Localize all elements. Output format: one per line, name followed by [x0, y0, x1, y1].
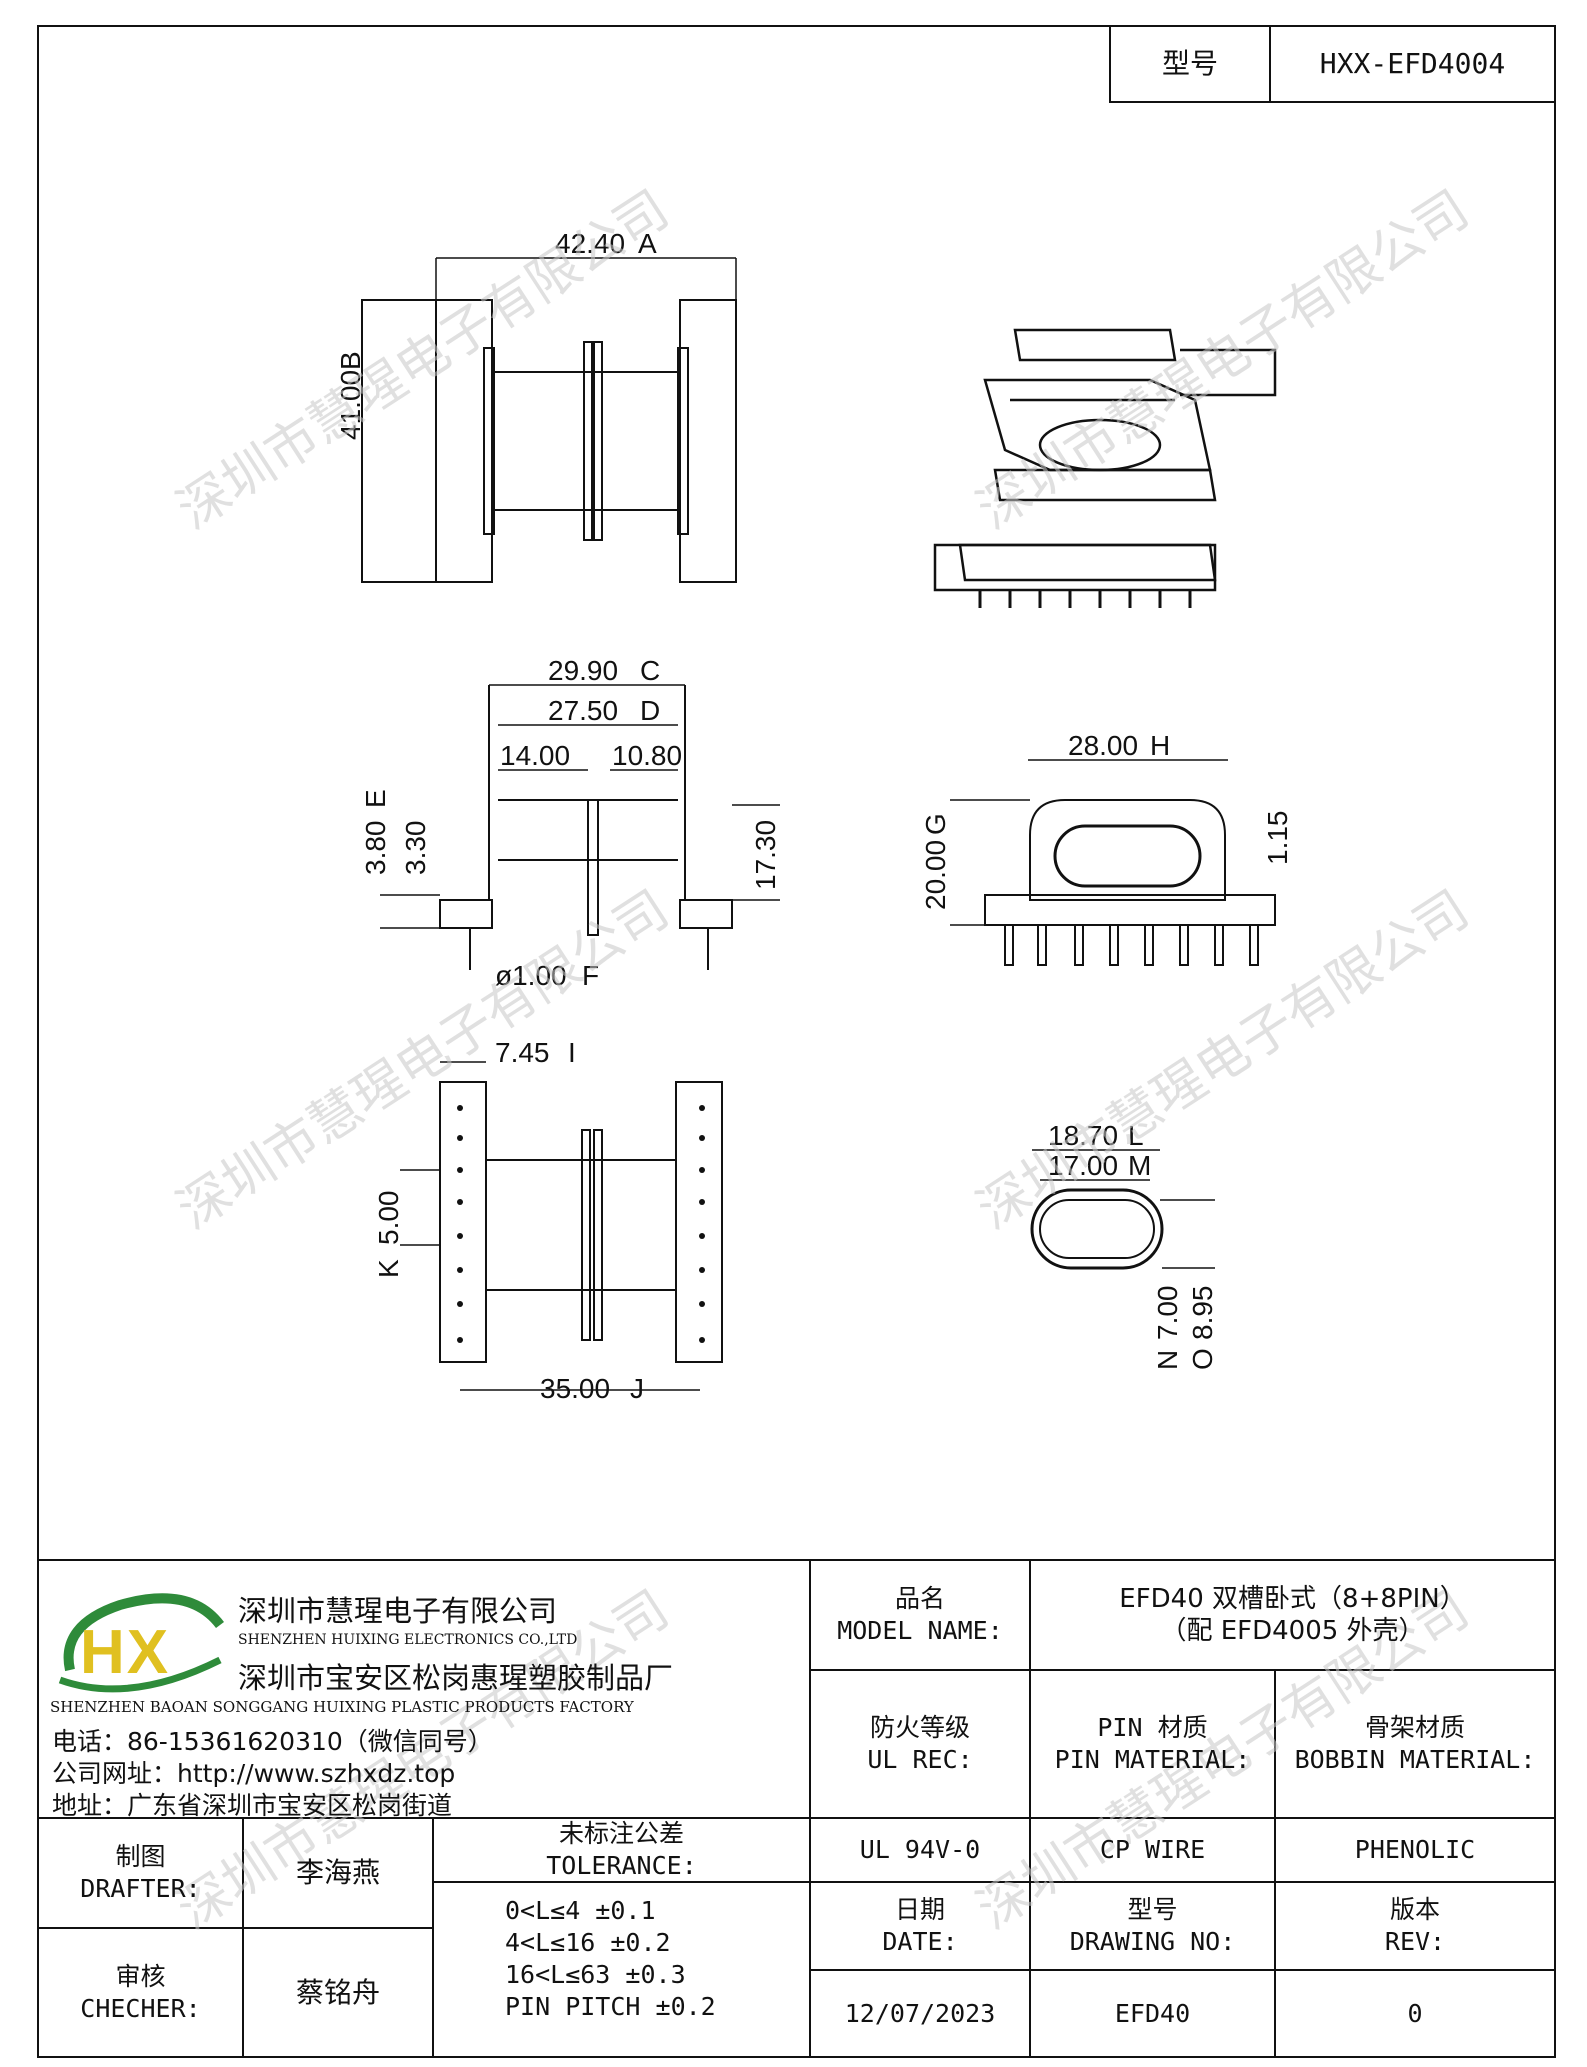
- dim-G-letter: G: [920, 813, 951, 835]
- tolerance-label: 未标注公差 TOLERANCE:: [546, 1819, 697, 1880]
- bottom-view: [400, 1061, 723, 1391]
- dim-L: 18.70: [1048, 1120, 1118, 1151]
- dim-F-letter: F: [582, 960, 599, 991]
- company-logo: HX: [50, 1585, 225, 1705]
- rev-value: 0: [1407, 1998, 1423, 2028]
- dim-J-letter: J: [630, 1373, 644, 1404]
- dim-E: 3.80: [360, 821, 391, 876]
- dim-w14: 14.00: [500, 740, 570, 771]
- dim-H-letter: H: [1150, 730, 1170, 761]
- tolerance-line: 16<L≤63 ±0.3: [505, 1960, 686, 1989]
- bobbin-material-label: 骨架材质 BOBBIN MATERIAL:: [1294, 1713, 1536, 1774]
- ul-rec-label: 防火等级 UL REC:: [867, 1713, 973, 1774]
- drawing-no-value: EFD40: [1114, 1998, 1191, 2028]
- dim-N-letter: N: [1152, 1350, 1183, 1370]
- pin-material-value: CP WIRE: [1099, 1835, 1206, 1864]
- dim-I: 7.45: [495, 1037, 550, 1068]
- dim-C-letter: C: [640, 655, 660, 686]
- dim-I-letter: I: [568, 1037, 576, 1068]
- checker-label: 审核 CHECHER:: [80, 1961, 201, 2023]
- dim-w10: 10.80: [612, 740, 682, 771]
- tolerance-line: 4<L≤16 ±0.2: [505, 1928, 671, 1957]
- company-phone: 电话：86-15361620310（微信同号）: [52, 1727, 493, 1756]
- model-name-value: EFD40 双槽卧式（8+8PIN） （配 EFD4005 外壳）: [1119, 1584, 1466, 1646]
- drafter-value: 李海燕: [295, 1856, 380, 1889]
- tolerance-list: 0<L≤4 ±0.1 4<L≤16 ±0.2 16<L≤63 ±0.3 PIN …: [505, 1895, 716, 2023]
- date-value: 12/07/2023: [844, 1998, 996, 2028]
- dim-L-letter: L: [1128, 1120, 1144, 1151]
- bobbin-material-value: PHENOLIC: [1354, 1835, 1476, 1864]
- dim-J: 35.00: [540, 1373, 610, 1404]
- factory-name-en: SHENZHEN BAOAN SONGGANG HUIXING PLASTIC …: [50, 1698, 634, 1716]
- tolerance-line: 0<L≤4 ±0.1: [505, 1896, 656, 1925]
- ul-rec-value: UL 94V-0: [859, 1835, 981, 1864]
- dim-A: 42.40: [555, 228, 625, 259]
- dim-N: 7.00: [1152, 1286, 1183, 1341]
- company-address: 地址：广东省深圳市宝安区松岗街道: [52, 1791, 453, 1820]
- slot-view: [1030, 1149, 1215, 1270]
- drafter-label: 制图 DRAFTER:: [80, 1842, 201, 1903]
- dim-h115: 1.15: [1262, 811, 1293, 866]
- dim-M: 17.00: [1048, 1150, 1118, 1181]
- dim-A-letter: A: [638, 228, 657, 259]
- dim-D: 27.50: [548, 695, 618, 726]
- dim-h173: 17.30: [750, 820, 781, 890]
- dim-O: 8.95: [1187, 1286, 1218, 1341]
- title-block-grid: [38, 1559, 1555, 2057]
- drawing-no-label: 型号 DRAWING NO:: [1069, 1895, 1236, 1956]
- front-view: [380, 684, 780, 970]
- dim-G: 20.00: [920, 840, 951, 910]
- header-model-value: HXX-EFD4004: [1319, 47, 1506, 80]
- side-view-pins: [1004, 924, 1259, 966]
- top-view: [361, 257, 737, 583]
- company-website[interactable]: 公司网址：http://www.szhxdz.top: [52, 1759, 456, 1788]
- logo-swoosh-icon: [58, 1593, 224, 1693]
- tolerance-line: PIN PITCH ±0.2: [505, 1992, 716, 2021]
- model-name-label: 品名 MODEL NAME:: [837, 1584, 1003, 1645]
- header-box: [1109, 25, 1556, 103]
- dim-D-letter: D: [640, 695, 660, 726]
- rev-label: 版本 REV:: [1384, 1895, 1446, 1956]
- dim-F: ø1.00: [495, 960, 567, 991]
- dim-E-letter: E: [360, 789, 391, 808]
- bottom-view-pins: [457, 1105, 705, 1343]
- pin-material-label: PIN 材质 PIN MATERIAL:: [1054, 1713, 1251, 1774]
- dim-K: 5.00: [373, 1191, 404, 1246]
- header-model-label: 型号: [1161, 47, 1218, 80]
- dim-C: 29.90: [548, 655, 618, 686]
- dim-M-letter: M: [1128, 1150, 1151, 1181]
- dim-h33: 3.30: [400, 821, 431, 876]
- side-view: [950, 759, 1276, 926]
- iso-view: [933, 328, 1277, 592]
- iso-pins: [978, 590, 1192, 608]
- factory-name-cn: 深圳市宝安区松岗惠瑆塑胶制品厂: [238, 1661, 674, 1695]
- dim-H: 28.00: [1068, 730, 1138, 761]
- logo-text: HX: [80, 1618, 171, 1687]
- checker-value: 蔡铭舟: [295, 1975, 380, 2009]
- page-border: [37, 25, 1556, 2058]
- dim-K-letter: K: [373, 1259, 404, 1278]
- dim-B-letter: B: [335, 351, 366, 370]
- company-name-cn: 深圳市慧瑆电子有限公司: [238, 1594, 558, 1628]
- dim-O-letter: O: [1187, 1348, 1218, 1370]
- date-label: 日期 DATE:: [882, 1895, 958, 1956]
- dim-B: 41.00: [335, 370, 366, 440]
- company-name-en: SHENZHEN HUIXING ELECTRONICS CO.,LTD: [238, 1632, 578, 1648]
